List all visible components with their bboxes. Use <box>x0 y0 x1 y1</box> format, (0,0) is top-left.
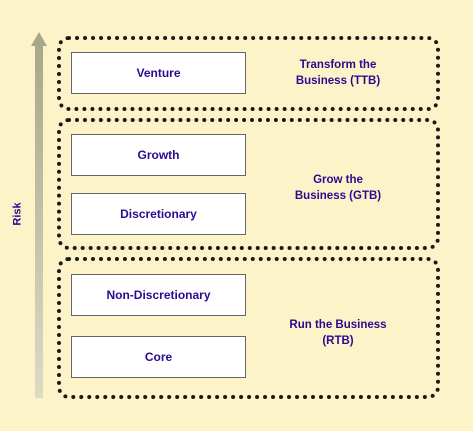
tier-rtb-label: Run the Business (RTB) <box>263 317 413 349</box>
tier-ttb-label: Transform the Business (TTB) <box>263 57 413 89</box>
tier-ttb <box>57 36 440 111</box>
tier-ttb-label-line1: Transform the <box>299 59 377 71</box>
tier-rtb-label-line1: Run the Business <box>289 319 387 331</box>
tier-gtb-label-line2: Business (GTB) <box>294 190 382 202</box>
box-venture: Venture <box>71 52 246 94</box>
box-growth: Growth <box>71 134 246 176</box>
risk-arrow-head <box>31 32 47 46</box>
tier-rtb-label-line2: (RTB) <box>322 335 354 347</box>
tier-gtb-label-line1: Grow the <box>313 174 363 186</box>
tier-gtb <box>57 118 440 250</box>
box-core: Core <box>71 336 246 378</box>
risk-arrow-shaft <box>35 44 43 398</box>
box-non-discretionary: Non-Discretionary <box>71 274 246 316</box>
tier-gtb-label: Grow the Business (GTB) <box>263 172 413 204</box>
tier-ttb-label-line2: Business (TTB) <box>295 75 381 87</box>
tier-rtb <box>57 257 440 399</box>
risk-axis-label: Risk <box>11 202 24 226</box>
box-discretionary: Discretionary <box>71 193 246 235</box>
